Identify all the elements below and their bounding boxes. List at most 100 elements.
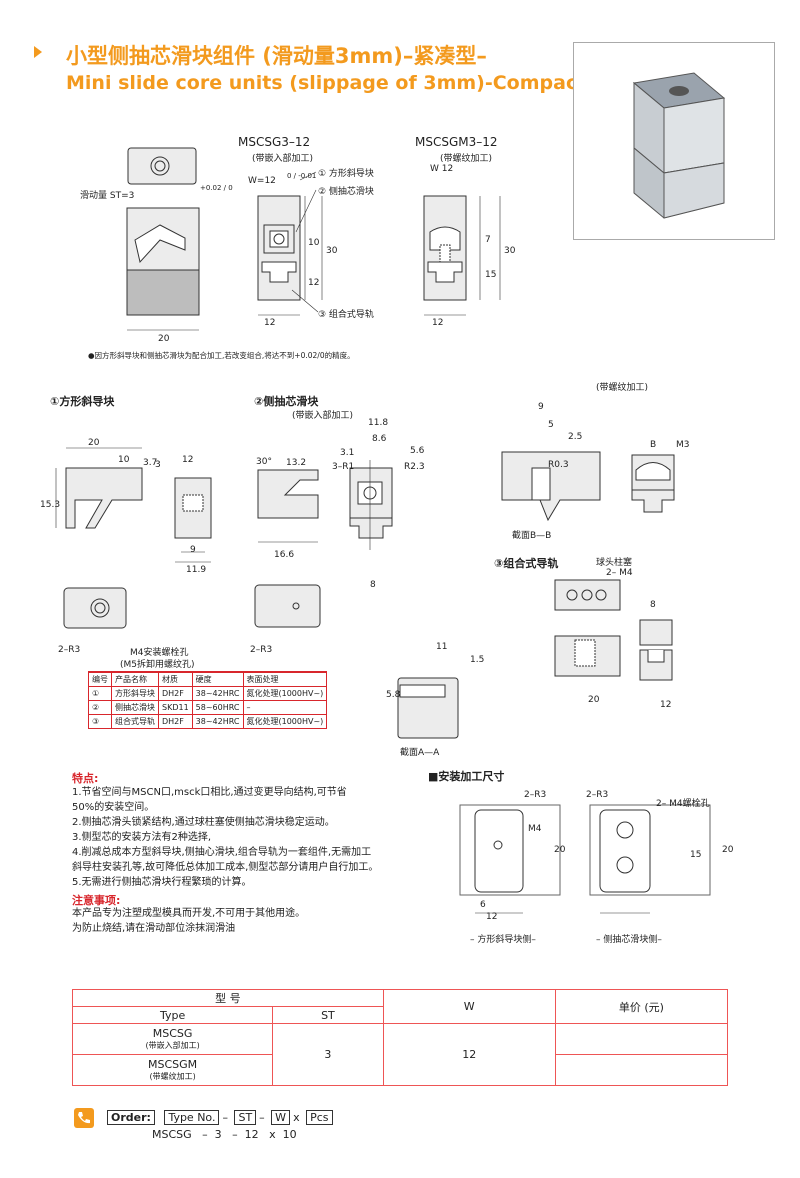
install-left-m4: M4 bbox=[528, 824, 542, 834]
p1-dim-3: 3 bbox=[155, 460, 161, 470]
table-row: MSCSG (带嵌入部加工) 3 12 bbox=[71, 1023, 729, 1086]
rail-dim-12: 12 bbox=[660, 700, 672, 710]
section-slide-block: ②侧抽芯滑块 bbox=[254, 395, 319, 408]
callout-guide-block: ① 方形斜导块 bbox=[318, 169, 374, 179]
section-bb-label: 截面B—B bbox=[512, 531, 552, 541]
mat-cell: ③ bbox=[88, 714, 112, 729]
section-guide-block: ①方形斜导块 bbox=[50, 395, 115, 408]
install-dim-20: 20 bbox=[554, 845, 566, 855]
dim-12-right: 12 bbox=[432, 318, 444, 328]
price-type-mscsg: MSCSG (带嵌入部加工) bbox=[71, 1023, 274, 1055]
install-left-radius: 2–R3 bbox=[524, 790, 547, 800]
warning-item: 本产品专为注塑成型模具而开发,不可用于其他用途。 bbox=[72, 908, 306, 919]
table-row: MSCSGM (带螺纹加工) bbox=[71, 1054, 729, 1086]
mat-cell: 方形斜导块 bbox=[111, 686, 159, 701]
p3-radius: R0.3 bbox=[548, 460, 569, 470]
install-title: ■安装加工尺寸 bbox=[428, 770, 505, 783]
p3-b-label: B bbox=[650, 440, 657, 450]
price-value-cell bbox=[554, 1023, 729, 1055]
order-label: Order: bbox=[107, 1110, 155, 1125]
warning-list: 本产品专为注塑成型模具而开发,不可用于其他用途。 为防止烧结,请在滑动部位涂抹润… bbox=[72, 906, 305, 936]
features-list: 1.节省空间与MSCN口,msck口相比,通过变更导向结构,可节省 50%的安装… bbox=[72, 785, 417, 890]
mat-h-material: 材质 bbox=[158, 671, 193, 687]
p2-dim-8-6: 8.6 bbox=[372, 434, 387, 444]
price-type-name: MSCSG bbox=[152, 1027, 193, 1040]
install-dim-20-right: 20 bbox=[722, 845, 734, 855]
dim-30: 30 bbox=[326, 246, 338, 256]
dim-w12-right: W 12 bbox=[430, 164, 454, 174]
price-h-type: Type bbox=[71, 1006, 274, 1024]
callout-rail: ③ 组合式导轨 bbox=[318, 310, 374, 320]
p2-dim-11: 11 bbox=[436, 642, 448, 652]
p2-radius-3: 2–R3 bbox=[250, 645, 273, 655]
phone-glyph bbox=[78, 1112, 90, 1124]
rail-dim-20: 20 bbox=[588, 695, 600, 705]
mat-cell: 氮化处理(1000HV~) bbox=[242, 686, 328, 701]
dim-20: 20 bbox=[158, 334, 170, 344]
dim-10: 10 bbox=[308, 238, 320, 248]
price-type-note: (带螺纹加工) bbox=[149, 1072, 196, 1081]
mat-cell: 58~60HRC bbox=[191, 700, 244, 715]
callout-slide-block: ② 侧抽芯滑块 bbox=[318, 187, 374, 197]
order-example-type: MSCSG bbox=[152, 1128, 192, 1141]
price-h-price: 单价 (元) bbox=[554, 989, 729, 1024]
mat-cell: 38~42HRC bbox=[191, 714, 244, 729]
install-right-m4: 2– M4螺栓孔 bbox=[656, 799, 710, 809]
product-photo bbox=[573, 42, 775, 240]
dim-w12: W=12 bbox=[248, 176, 276, 186]
warning-item: 为防止烧结,请在滑动部位涂抹润滑油 bbox=[72, 923, 236, 934]
feature-item: 2.侧抽芯滑头锁紧结构,通过球柱塞使侧抽芯滑块稳定运动。 bbox=[72, 817, 335, 828]
p1-dim-3-7: 3.7 bbox=[143, 458, 158, 468]
p1-dim-9: 9 bbox=[190, 545, 196, 555]
p1-dim-15-3: 15.3 bbox=[40, 500, 61, 510]
mat-h-no: 编号 bbox=[88, 671, 112, 687]
price-value-cell bbox=[554, 1054, 729, 1086]
section-slide-block-note: (带嵌入部加工) bbox=[292, 411, 354, 421]
p2-dim-16-6: 16.6 bbox=[274, 550, 295, 560]
price-h-w: W bbox=[382, 989, 556, 1024]
features-title: 特点: bbox=[72, 772, 99, 785]
model-mscsg-label: MSCSG3–12 bbox=[238, 135, 311, 149]
stroke-label: 滑动量 ST=3 bbox=[80, 191, 135, 201]
warning-title: 注意事项: bbox=[72, 894, 121, 907]
page-title-en: Mini slide core units (slippage of 3mm)-… bbox=[66, 72, 595, 94]
mat-cell: – bbox=[242, 700, 328, 715]
price-table: 型 号 W 单价 (元) Type ST MSCSG (带嵌入部加工) 3 12… bbox=[71, 989, 729, 1086]
model-mscsgm-note: (带螺纹加工) bbox=[440, 154, 493, 164]
mat-cell: 38~42HRC bbox=[191, 686, 244, 701]
feature-item: 4.削减总成本方型斜导块,侧抽心滑块,组合导轨为一套组件,无需加工 bbox=[72, 847, 372, 858]
p2-dim-3-1: 3.1 bbox=[340, 448, 355, 458]
p2-dim-5-6: 5.6 bbox=[410, 446, 425, 456]
model-mscsg-note: (带嵌入部加工) bbox=[252, 154, 314, 164]
dim-15: 15 bbox=[485, 270, 497, 280]
install-drawing bbox=[459, 804, 711, 914]
mat-cell: ② bbox=[88, 700, 112, 715]
mat-h-surface: 表面处理 bbox=[242, 671, 328, 687]
dim-12: 12 bbox=[308, 278, 320, 288]
mat-h-name: 产品名称 bbox=[111, 671, 159, 687]
dim-w-tolerance: 0 / -0.01 bbox=[287, 172, 317, 180]
p2-radius-2-3: R2.3 bbox=[404, 462, 425, 472]
order-field-st: ST bbox=[234, 1110, 257, 1125]
p2-dim-13-2: 13.2 bbox=[286, 458, 307, 468]
order-field-w: W bbox=[271, 1110, 291, 1125]
p2-radius-1: 3–R1 bbox=[332, 462, 355, 472]
install-dim-6: 6 bbox=[480, 900, 486, 910]
order-example-pcs: 10 bbox=[282, 1128, 297, 1141]
order-field-pcs: Pcs bbox=[306, 1110, 333, 1125]
install-right-radius: 2–R3 bbox=[586, 790, 609, 800]
feature-item: 斜导柱安装孔等,故可降低总体加工成本,侧型芯部分请用户自行加工。 bbox=[72, 862, 379, 873]
section-aa-label: 截面A—A bbox=[400, 748, 440, 758]
mat-cell: 氮化处理(1000HV~) bbox=[242, 714, 328, 729]
product-photo-illustration bbox=[632, 72, 726, 219]
p1-hole-note: M4安装螺栓孔 bbox=[130, 648, 189, 658]
p1-dim-10: 10 bbox=[118, 455, 130, 465]
order-field-type: Type No. bbox=[164, 1110, 220, 1125]
feature-item: 3.侧型芯的安装方法有2种选择, bbox=[72, 832, 212, 843]
p2-dim-11-8: 11.8 bbox=[368, 418, 389, 428]
price-st-value: 3 bbox=[272, 1023, 384, 1086]
install-dim-12: 12 bbox=[486, 912, 498, 922]
install-right-caption: – 侧抽芯滑块侧– bbox=[596, 935, 662, 945]
p2-angle: 30° bbox=[256, 457, 272, 467]
